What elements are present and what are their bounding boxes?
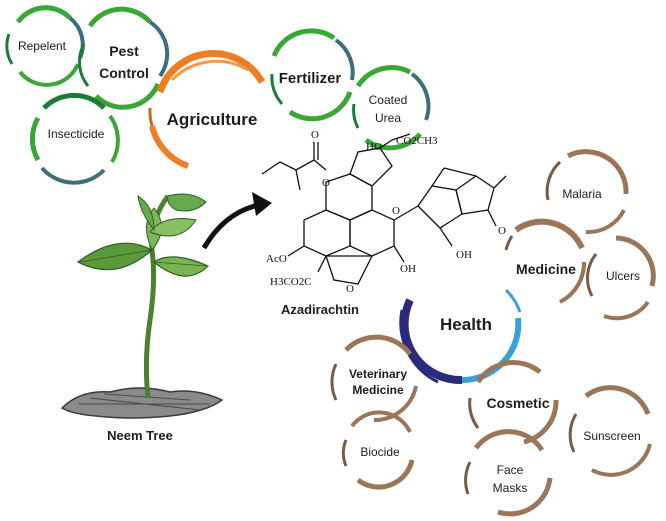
pest-control-label-2: Control (99, 65, 149, 81)
biocide-label: Biocide (360, 445, 400, 459)
node-ulcers: Ulcers (585, 235, 656, 321)
hydroxy-bottom: OH (400, 263, 416, 275)
malaria-label: Malaria (562, 187, 602, 201)
hydroxy-top: HO (366, 141, 382, 153)
epoxide-o: O (392, 205, 400, 217)
ring-o-right: O (498, 225, 506, 237)
pest-control-label-1: Pest (109, 43, 139, 59)
sunscreen-label: Sunscreen (583, 429, 640, 443)
node-biocide: Biocide (341, 410, 415, 490)
coated-urea-label-2: Urea (375, 111, 401, 125)
repelent-label: Repelent (18, 39, 67, 53)
node-pest-control: Pest Control (77, 6, 170, 110)
node-cosmetic: Cosmetic (468, 360, 559, 445)
node-veterinary-medicine: Veterinary Medicine (330, 334, 418, 423)
methyl-ester-bottom: H3CO2C (270, 276, 312, 288)
arrow (201, 192, 272, 250)
node-sunscreen: Sunscreen (568, 385, 652, 477)
veterinary-label-1: Veterinary (349, 367, 407, 381)
node-fertilizer: Fertilizer (270, 28, 355, 122)
medicine-label: Medicine (516, 261, 576, 277)
ester-o: O (322, 177, 330, 189)
node-insecticide: Insecticide (29, 92, 120, 185)
cosmetic-label: Cosmetic (486, 395, 549, 411)
methyl-ester-top: CO2CH3 (396, 135, 438, 147)
azadirachtin-structure (261, 133, 507, 285)
ring-o-bottom: O (346, 283, 354, 295)
coated-urea-label-1: Coated (369, 93, 408, 107)
node-medicine: Medicine (504, 218, 587, 304)
node-health: Health (399, 288, 522, 385)
ulcers-label: Ulcers (606, 269, 640, 283)
azadirachtin-group-labels: O O HO CO2CH3 O AcO H3CO2C OH OH O O (266, 129, 506, 295)
acetoxy: AcO (266, 253, 287, 265)
node-repelent: Repelent (5, 5, 85, 87)
neem-tree-label: Neem Tree (107, 428, 173, 443)
veterinary-label-2: Medicine (352, 383, 404, 397)
node-face-masks: Face Masks (464, 429, 553, 517)
fertilizer-label: Fertilizer (279, 70, 342, 87)
node-coated-urea: Coated Urea (352, 65, 431, 151)
compound-name: Azadirachtin (281, 302, 359, 317)
health-label: Health (440, 315, 492, 334)
agriculture-label: Agriculture (167, 110, 258, 129)
face-masks-label-1: Face (497, 463, 524, 477)
insecticide-label: Insecticide (48, 127, 105, 141)
node-agriculture: Agriculture (148, 50, 266, 169)
neem-plant (60, 193, 224, 419)
face-masks-label-2: Masks (493, 481, 528, 495)
carbonyl-o: O (311, 129, 319, 141)
hydroxy-right: OH (456, 249, 472, 261)
node-malaria: Malaria (545, 149, 629, 235)
